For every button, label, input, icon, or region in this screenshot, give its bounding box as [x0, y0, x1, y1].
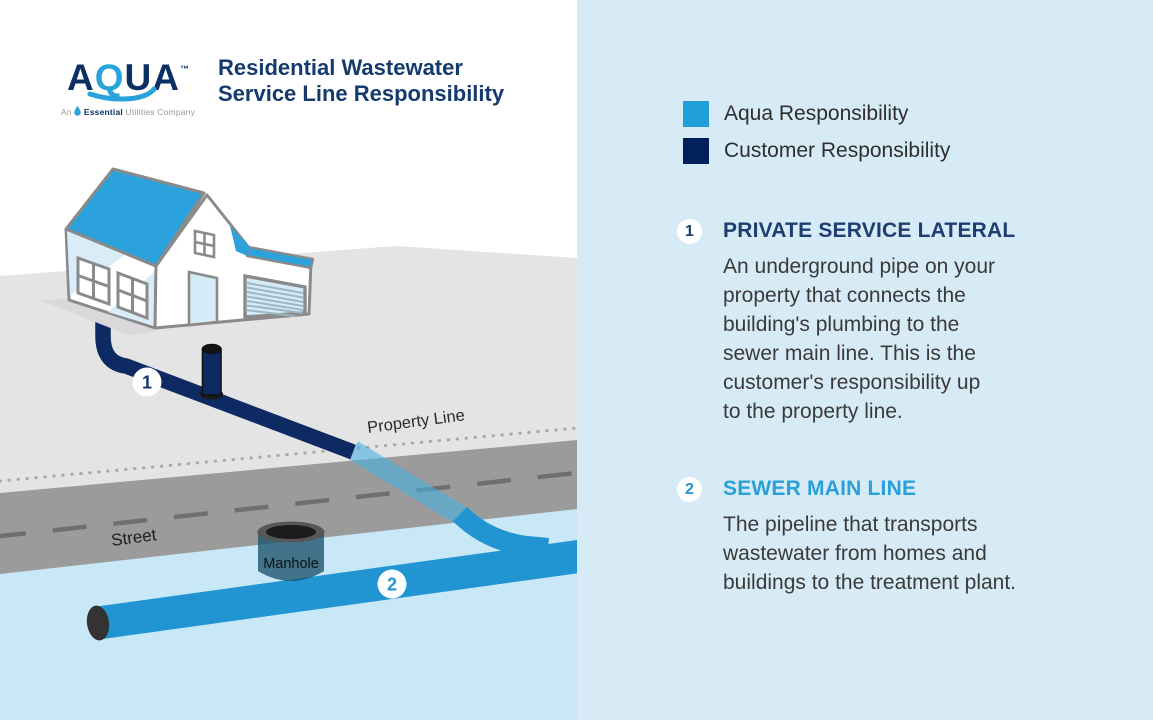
left-wall-windows: [76, 255, 149, 321]
garage-roof-wedge: [230, 226, 250, 256]
logo-wave-icon: [87, 86, 157, 102]
garage-door: [243, 273, 307, 319]
marker-2-number: 2: [387, 575, 397, 595]
aqua-logo: AQUA™ An Essential Utilities Company: [58, 50, 198, 118]
manhole: [257, 521, 325, 581]
section-2-number-badge: 2: [677, 477, 702, 502]
gable-window: [193, 229, 216, 259]
street-centerline: [0, 470, 577, 539]
body-line: to the property line.: [723, 400, 903, 423]
legend-label: Aqua Responsibility: [724, 102, 909, 125]
property-line-dotted: [0, 426, 577, 483]
aqua-responsibility-swatch: [683, 101, 709, 127]
section-sewer-main-line: 2 SEWER MAIN LINE The pipeline that tran…: [677, 476, 1016, 597]
info-panel: Aqua Responsibility Customer Responsibil…: [577, 0, 1153, 720]
manhole-opening: [266, 525, 316, 539]
house-shadow: [40, 299, 158, 335]
legend-label: Customer Responsibility: [724, 139, 951, 162]
section-2-body: The pipeline that transports wastewater …: [723, 510, 1016, 597]
section-private-service-lateral: 1 PRIVATE SERVICE LATERAL An underground…: [677, 218, 1015, 426]
manhole-label: Manhole: [263, 556, 319, 572]
lateral-under-street: [347, 441, 474, 529]
legend: Aqua Responsibility Customer Responsibil…: [683, 101, 950, 175]
logo-tagline: An Essential Utilities Company: [60, 106, 196, 117]
body-line: wastewater from homes and: [723, 542, 987, 565]
sewer-main-pipe: [95, 540, 577, 640]
body-line: The pipeline that transports: [723, 513, 978, 536]
section-1-body: An underground pipe on your property tha…: [723, 252, 1015, 426]
legend-row-customer: Customer Responsibility: [683, 138, 950, 164]
cleanout-pipe: [200, 343, 223, 400]
cleanout-body: [201, 348, 222, 396]
street-plane: [0, 440, 577, 577]
cleanout-top: [201, 343, 222, 355]
body-line: An underground pipe on your: [723, 255, 996, 278]
section-1-number-badge: 1: [677, 219, 702, 244]
body-line: property that connects the: [723, 284, 966, 307]
house-illustration: [40, 167, 315, 335]
wastewater-diagram: Property Line Street Manhole 1 2: [0, 167, 577, 720]
page-title: Residential Wastewater Service Line Resp…: [218, 55, 504, 107]
title-line-1: Residential Wastewater: [218, 55, 463, 80]
section-2-heading: SEWER MAIN LINE: [723, 477, 917, 500]
body-line: sewer main line. This is the: [723, 342, 976, 365]
front-door: [187, 270, 219, 327]
title-line-2: Service Line Responsibility: [218, 81, 505, 106]
sewer-main-pipe-end: [86, 605, 110, 641]
main-roof: [64, 167, 206, 268]
customer-responsibility-swatch: [683, 138, 709, 164]
body-line: buildings to the treatment plant.: [723, 571, 1017, 594]
trademark-symbol: ™: [179, 64, 189, 74]
marker-1: 1: [132, 367, 162, 397]
body-line: customer's responsibility up: [723, 371, 981, 394]
lateral-main-junction: [452, 506, 549, 558]
droplet-icon: [74, 106, 82, 116]
marker-1-number: 1: [142, 373, 152, 393]
marker-2: 2: [377, 569, 407, 599]
legend-row-aqua: Aqua Responsibility: [683, 101, 950, 127]
private-lateral-pipe: [95, 303, 356, 460]
body-line: building's plumbing to the: [723, 313, 960, 336]
section-1-heading: PRIVATE SERVICE LATERAL: [723, 219, 1016, 242]
manhole-body: [258, 532, 324, 581]
